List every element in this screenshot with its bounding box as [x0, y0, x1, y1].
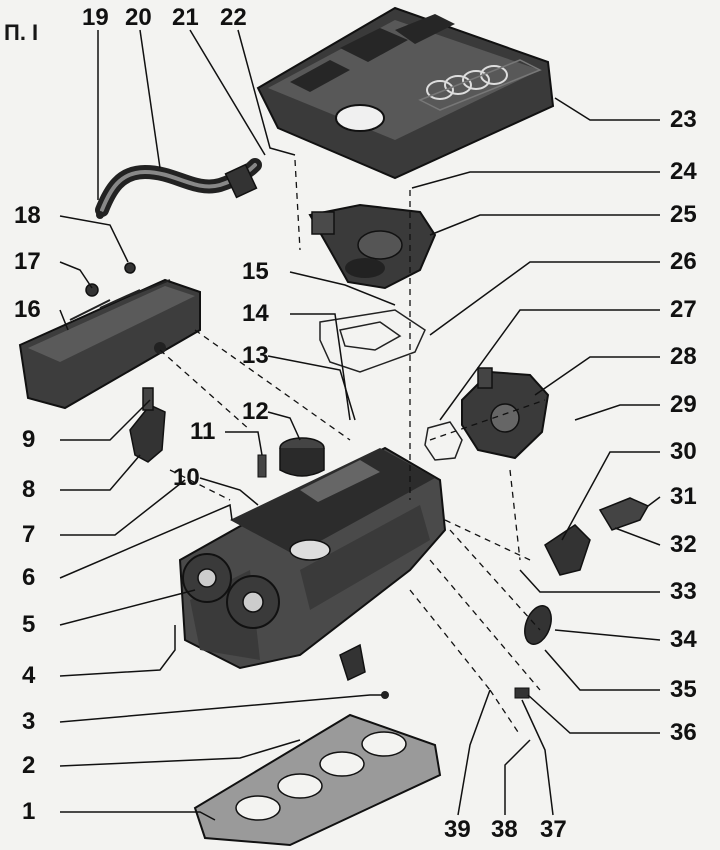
cover-bolt — [124, 262, 136, 274]
callout-1: 1 — [22, 798, 36, 825]
sealing-plug — [524, 605, 552, 645]
callout-34: 34 — [670, 626, 697, 653]
callout-23: 23 — [670, 106, 697, 133]
callout-18: 18 — [14, 202, 41, 229]
callout-27: 27 — [670, 296, 697, 323]
bolt — [381, 691, 389, 699]
callout-14: 14 — [242, 300, 269, 327]
camshaft-sensor — [129, 387, 166, 463]
valve-cover — [18, 278, 201, 410]
callout-25: 25 — [670, 201, 697, 228]
oil-filler-cap — [279, 437, 325, 477]
callout-24: 24 — [670, 158, 697, 185]
callout-5: 5 — [22, 611, 36, 638]
pcv-gasket — [319, 309, 426, 373]
callout-32: 32 — [670, 531, 697, 558]
pcv-valve — [308, 203, 437, 290]
coolant-flange — [461, 367, 550, 460]
callout-13: 13 — [242, 342, 269, 369]
seal — [514, 687, 530, 699]
coolant-pipe-elbow — [544, 497, 650, 576]
callout-20: 20 — [125, 4, 152, 31]
callout-31: 31 — [670, 483, 697, 510]
callout-39: 39 — [444, 816, 471, 843]
callout-8: 8 — [22, 476, 36, 503]
figure-label: П. I — [4, 20, 39, 45]
head-gasket — [193, 713, 442, 847]
callout-16: 16 — [14, 296, 41, 323]
callout-33: 33 — [670, 578, 697, 605]
callout-29: 29 — [670, 391, 697, 418]
camshaft-sprockets — [182, 553, 280, 629]
callout-15: 15 — [242, 258, 269, 285]
callout-35: 35 — [670, 676, 697, 703]
callout-26: 26 — [670, 248, 697, 275]
callout-30: 30 — [670, 438, 697, 465]
callout-36: 36 — [670, 719, 697, 746]
assembly-lines — [159, 159, 546, 736]
callout-3: 3 — [22, 708, 36, 735]
breather-hose — [95, 158, 262, 219]
callout-11: 11 — [190, 418, 216, 445]
flange-gasket — [424, 421, 463, 461]
callout-37: 37 — [540, 816, 567, 843]
callout-9: 9 — [22, 426, 36, 453]
callout-10: 10 — [173, 464, 200, 491]
callout-17: 17 — [14, 248, 41, 275]
callout-7: 7 — [22, 521, 36, 548]
pin — [257, 454, 267, 478]
callout-19: 19 — [82, 4, 109, 31]
callout-6: 6 — [22, 564, 36, 591]
leader-lines — [59, 29, 661, 821]
callout-4: 4 — [22, 662, 36, 689]
callout-21: 21 — [172, 4, 199, 31]
callout-22: 22 — [220, 4, 247, 31]
bracket — [339, 643, 366, 682]
cover-bolt — [85, 283, 99, 297]
callout-28: 28 — [670, 343, 697, 370]
callout-2: 2 — [22, 752, 36, 779]
callout-12: 12 — [242, 398, 269, 425]
callout-38: 38 — [491, 816, 518, 843]
engine-cover — [256, 6, 555, 180]
